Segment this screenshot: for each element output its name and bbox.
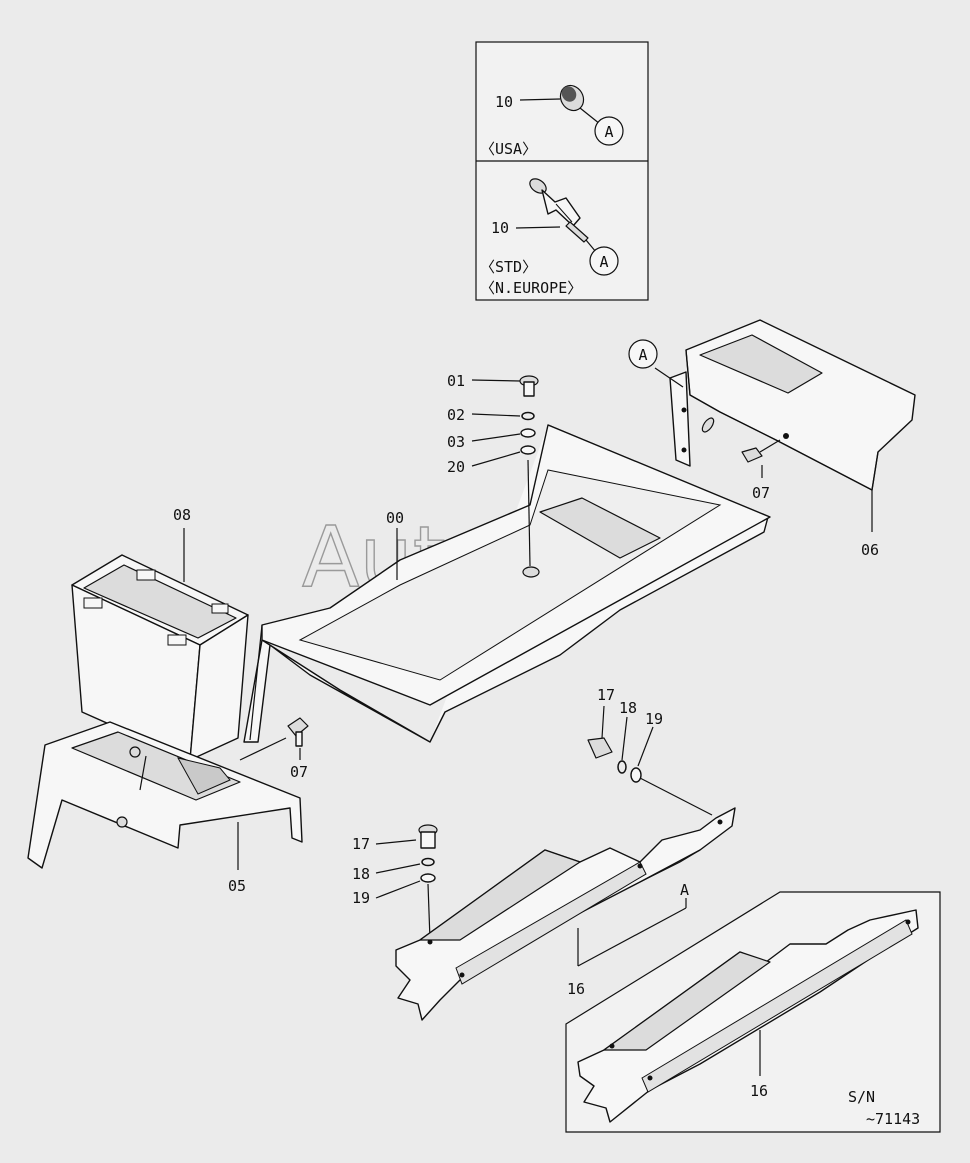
callout-07-lower: 07 — [290, 763, 308, 781]
callout-00: 00 — [386, 509, 404, 527]
ref-circle-a-part06 — [628, 339, 658, 369]
callout-10-usa: 10 — [495, 93, 513, 111]
callout-02: 02 — [447, 406, 465, 424]
washer-20-icon — [520, 445, 536, 455]
serial-range: ~71143 — [866, 1110, 920, 1128]
inset-frame — [475, 41, 649, 301]
ref-circle-a-usa — [594, 116, 624, 146]
variant-inset: A 10 〈USA〉 A 10 〈STD〉 〈N.EUROPE〉 — [475, 41, 649, 301]
washer-19-right-icon — [630, 767, 642, 783]
cap-usa-icon — [559, 84, 585, 112]
region-usa: 〈USA〉 — [480, 140, 537, 158]
callout-16-upper: 16 — [567, 980, 585, 998]
serial-label: S/N — [848, 1088, 875, 1106]
bolt-07-upper-icon — [741, 447, 763, 463]
fasteners-right — [587, 737, 713, 816]
callout-18-right: 18 — [619, 699, 637, 717]
ref-circle-a-std — [589, 246, 619, 276]
bolt-07-lower-icon — [287, 717, 309, 747]
part-05-base — [27, 721, 303, 869]
callout-07-upper: 07 — [752, 484, 770, 502]
screw-01-icon — [519, 375, 539, 397]
bolt-17-left-icon — [418, 824, 438, 849]
callout-01: 01 — [447, 372, 465, 390]
bolt-17-right-icon — [587, 737, 613, 759]
callout-08: 08 — [173, 506, 191, 524]
region-std: 〈STD〉 — [480, 258, 537, 276]
ref-label-a-part06: A — [638, 346, 647, 364]
callout-10-std: 10 — [491, 219, 509, 237]
callout-19-right: 19 — [645, 710, 663, 728]
ref-label-a-usa: A — [604, 123, 613, 141]
part-00-console — [243, 424, 771, 743]
lock-washer-02-icon — [521, 411, 535, 421]
ref-label-a-bracket: A — [680, 881, 689, 899]
part-08-box — [71, 554, 249, 761]
callout-17-right: 17 — [597, 686, 615, 704]
fasteners-left — [418, 824, 438, 941]
washer-03-icon — [520, 428, 536, 438]
callout-06: 06 — [861, 541, 879, 559]
callout-19-left: 19 — [352, 889, 370, 907]
callout-20: 20 — [447, 458, 465, 476]
lock-washer-18-left-icon — [421, 857, 435, 867]
callout-16-lower: 16 — [750, 1082, 768, 1100]
part-16-upper — [395, 807, 736, 1021]
callout-03: 03 — [447, 433, 465, 451]
callout-17-left: 17 — [352, 835, 370, 853]
callout-18-left: 18 — [352, 865, 370, 883]
lock-std-icon — [529, 178, 589, 243]
ref-label-a-std: A — [599, 253, 608, 271]
lock-washer-18-right-icon — [617, 760, 627, 774]
washer-19-left-icon — [420, 873, 436, 883]
serial-variant-box: 16 S/N ~71143 — [565, 891, 941, 1133]
part-06-cover — [669, 319, 916, 491]
region-n-europe: 〈N.EUROPE〉 — [480, 279, 582, 297]
callout-05: 05 — [228, 877, 246, 895]
